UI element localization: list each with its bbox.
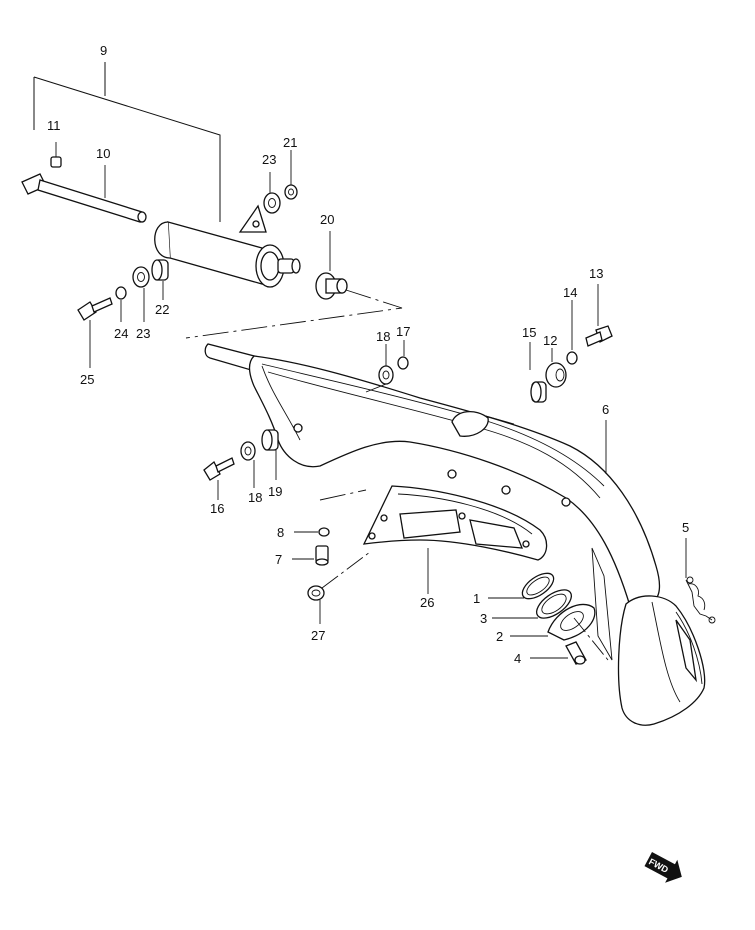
part-3-gasket[interactable] [532, 584, 576, 623]
label-part-8: 8 [277, 525, 284, 540]
label-part-24: 24 [114, 326, 128, 341]
part-8-washer[interactable] [318, 527, 330, 537]
part-20-grommet[interactable] [315, 231, 348, 300]
part-10-long-bolt[interactable] [21, 173, 147, 223]
label-part-23-lower: 23 [136, 326, 150, 341]
label-part-18-lower: 18 [248, 490, 262, 505]
part-12-grommet[interactable] [545, 362, 567, 388]
part-18-washer-lower[interactable] [240, 441, 256, 461]
silencer-body[interactable] [154, 204, 301, 288]
part-6-lower-panel [591, 547, 613, 661]
label-part-27: 27 [311, 628, 325, 643]
label-part-11: 11 [47, 118, 61, 133]
part-7-spacer[interactable] [315, 545, 329, 566]
part-27-bolt[interactable] [307, 585, 325, 601]
part-21-washer[interactable] [284, 184, 298, 200]
fwd-arrow-icon: FWD [644, 852, 682, 883]
label-part-25: 25 [80, 372, 94, 387]
part-18-washer-upper[interactable] [378, 365, 394, 385]
label-part-26: 26 [420, 595, 434, 610]
label-part-12: 12 [543, 333, 557, 348]
part-19-collar[interactable] [261, 429, 279, 451]
label-part-22: 22 [155, 302, 169, 317]
label-part-18-upper: 18 [376, 329, 390, 344]
part-14-washer[interactable] [566, 351, 578, 365]
label-part-3: 3 [480, 611, 487, 626]
part-5-spring[interactable] [685, 576, 716, 624]
part-1-gasket[interactable] [518, 568, 558, 603]
label-part-10: 10 [96, 146, 110, 161]
part-15-collar[interactable] [530, 381, 547, 403]
part-24-washer[interactable] [115, 286, 127, 300]
part-6-expansion-chamber[interactable] [204, 343, 706, 726]
label-part-13: 13 [589, 266, 603, 281]
label-part-5: 5 [682, 520, 689, 535]
label-part-14: 14 [563, 285, 577, 300]
label-part-20: 20 [320, 212, 334, 227]
part-23-washer-upper[interactable] [263, 192, 281, 214]
part-13-bolt[interactable] [585, 325, 613, 347]
part-4-bolt[interactable] [565, 641, 587, 665]
group-9-bracket [33, 62, 221, 222]
part-25-bolt[interactable] [77, 297, 113, 321]
part-11-screw[interactable] [50, 142, 62, 168]
label-part-21: 21 [283, 135, 297, 150]
label-part-16: 16 [210, 501, 224, 516]
label-part-4: 4 [514, 651, 521, 666]
label-part-7: 7 [275, 552, 282, 567]
label-part-17: 17 [396, 324, 410, 339]
part-2-flange[interactable] [547, 603, 596, 641]
label-part-19: 19 [268, 484, 282, 499]
part-16-bolt[interactable] [203, 457, 235, 481]
label-part-23-upper: 23 [262, 152, 276, 167]
label-part-9: 9 [100, 43, 107, 58]
part-26-heat-guard[interactable] [362, 485, 548, 561]
part-17-washer[interactable] [397, 356, 409, 370]
label-part-2: 2 [496, 629, 503, 644]
label-part-15: 15 [522, 325, 536, 340]
label-part-6: 6 [602, 402, 609, 417]
part-22-collar[interactable] [151, 259, 169, 281]
label-part-1: 1 [473, 591, 480, 606]
part-23-washer-lower[interactable] [132, 266, 150, 288]
